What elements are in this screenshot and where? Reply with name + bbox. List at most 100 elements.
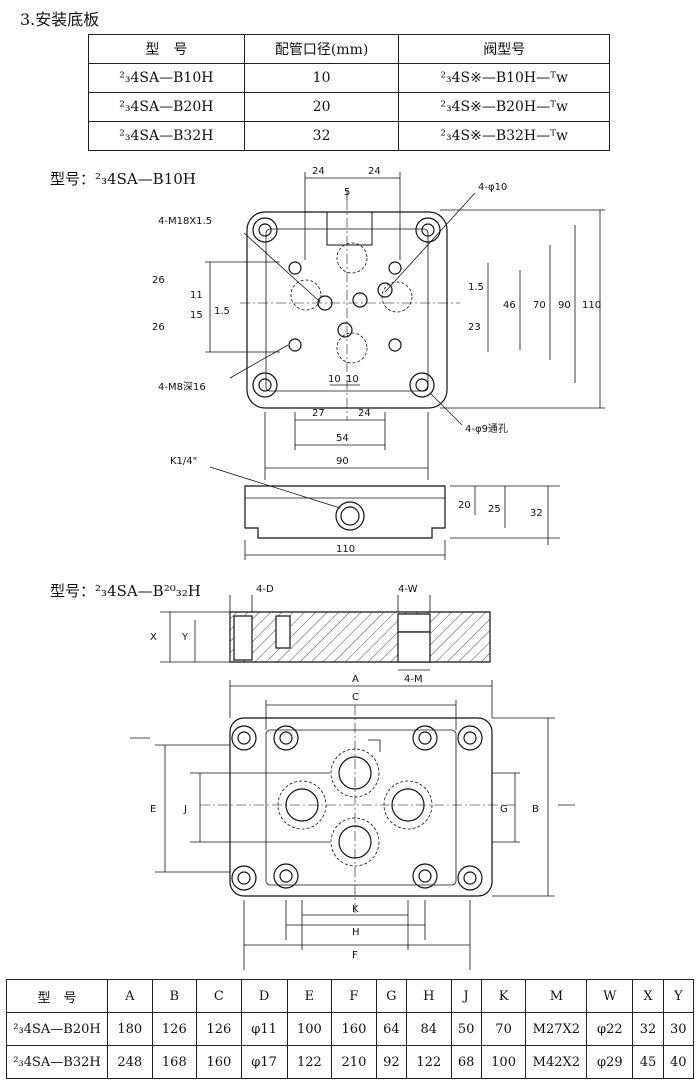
dim-label: 90: [558, 300, 571, 311]
dim-label: C: [352, 692, 359, 703]
header-cell: E: [286, 979, 333, 1013]
dim-label: K1/4": [170, 456, 197, 467]
corner-hole-bl: [252, 372, 278, 398]
table-cell: 100: [286, 1012, 333, 1046]
dim-label: G: [500, 804, 508, 815]
table-cell: ²₃4S※—B32H—ᵀw: [398, 121, 610, 151]
b10h-plan-view: [240, 200, 460, 420]
dim-label: 26: [152, 275, 165, 286]
table-row: ²₃4SA—B32H 32 ²₃4S※—B32H—ᵀw: [88, 121, 610, 151]
dim-label: 4-W: [398, 584, 418, 595]
plate-inner-outline: [265, 228, 429, 392]
dim-label: 24: [312, 166, 325, 177]
corner-hole: [457, 865, 483, 891]
table-cell: φ17: [240, 1045, 288, 1079]
table-row: ²₃4SA—B20H 180 126 126 φ11 100 160 64 84…: [6, 1012, 695, 1046]
table-cell: 45: [632, 1045, 664, 1079]
plate-outline: [229, 717, 493, 897]
b20-section-view: [160, 595, 491, 671]
dim-label: 5: [344, 187, 350, 198]
header-cell: 型 号: [6, 979, 108, 1013]
dim-label: 4-M8深16: [158, 381, 206, 393]
table-cell: 100: [480, 1045, 527, 1079]
m8-hole: [288, 261, 302, 275]
table-cell: 32: [243, 121, 400, 151]
header-cell: Y: [662, 979, 695, 1013]
port-p: [338, 756, 372, 790]
header-cell: M: [525, 979, 588, 1013]
corner-hole-br: [409, 372, 435, 398]
table-cell: 160: [196, 1045, 242, 1079]
dim-label: H: [352, 927, 360, 938]
port-t: [337, 322, 353, 338]
dim-label: 23: [468, 322, 481, 333]
table-cell: 180: [107, 1012, 153, 1046]
table-cell: 126: [196, 1012, 242, 1046]
table-cell: 248: [107, 1045, 153, 1079]
table-cell: 122: [405, 1045, 452, 1079]
header-cell: F: [331, 979, 377, 1013]
table-cell: φ29: [586, 1045, 634, 1079]
table-cell: 20: [243, 92, 400, 122]
table-cell: 68: [450, 1045, 482, 1079]
table-cell: 160: [331, 1012, 377, 1046]
b10h-dim-labels: 24 24 5 4-φ10 4-M18X1.5 26 11 15 1.5 26 …: [152, 166, 601, 467]
section-heading: 3.安装底板: [20, 10, 100, 29]
m8-hole: [388, 338, 402, 352]
dim-label: E: [150, 804, 156, 815]
corner-hole: [457, 725, 483, 751]
dim-label: 25: [488, 504, 501, 515]
dim-label: 1.5: [214, 306, 230, 317]
m8-hole: [388, 261, 402, 275]
dim-label: 10: [346, 374, 359, 385]
b10h-side-view: [209, 466, 560, 560]
dim-label: 4-M: [404, 674, 423, 685]
dim-label: 70: [533, 300, 546, 311]
header-cell: 阀型号: [398, 34, 610, 64]
port-b: [377, 282, 393, 298]
b20-plan-view: [200, 705, 515, 915]
header-cell: H: [405, 979, 452, 1013]
table-cell: M42X2: [525, 1045, 588, 1079]
dim-label: 20: [458, 500, 471, 511]
dim-label: B: [532, 804, 539, 815]
dim-label: 24: [358, 408, 371, 419]
k14-port: [335, 501, 365, 531]
table-cell: 50: [450, 1012, 482, 1046]
header-cell: X: [632, 979, 664, 1013]
top-slot: [326, 212, 373, 246]
dim-label: 10: [328, 374, 341, 385]
table-cell: 64: [375, 1012, 407, 1046]
table-cell: ²₃4SA—B10H: [88, 63, 245, 93]
table-cell: 126: [151, 1012, 198, 1046]
table-cell: 92: [375, 1045, 407, 1079]
corner-hole: [231, 725, 257, 751]
dim-label: X: [150, 632, 157, 643]
port-a: [352, 292, 368, 308]
b20-plan-labels: A C E J G B K H F: [150, 674, 539, 961]
dim-label: 4-φ10: [478, 182, 507, 193]
dim-label: Y: [181, 632, 189, 643]
corner-hole-tr: [415, 217, 441, 243]
dim-label: 90: [336, 456, 349, 467]
dim-label: 1.5: [468, 282, 484, 293]
b10h-dimensions: [205, 172, 605, 480]
table-header-row: 型 号 A B C D E F G H J K M W X Y: [6, 979, 695, 1013]
dim-label: J: [183, 804, 187, 815]
dim-label: 110: [582, 300, 601, 311]
table-cell: ²₃4SA—B32H: [88, 121, 245, 151]
table-cell: 70: [480, 1012, 527, 1046]
table-header-row: 型 号 配管口径(mm) 阀型号: [88, 34, 610, 64]
dimension-table: 型 号 A B C D E F G H J K M W X Y ²₃4SA—B2…: [6, 979, 695, 1079]
header-cell: D: [240, 979, 288, 1013]
dim-label: 46: [503, 300, 516, 311]
dim-label: 54: [336, 433, 349, 444]
dim-label: A: [352, 674, 359, 685]
table-cell: ²₃4SA—B20H: [6, 1012, 108, 1046]
model-label-b20-b32: 型号：²₃4SA—B²⁰₃₂H: [50, 582, 201, 600]
header-cell: K: [480, 979, 527, 1013]
header-cell: 型 号: [88, 34, 245, 64]
dim-label: K: [352, 904, 359, 915]
table-cell: ²₃4SA—B20H: [88, 92, 245, 122]
dim-label: 15: [190, 310, 203, 321]
